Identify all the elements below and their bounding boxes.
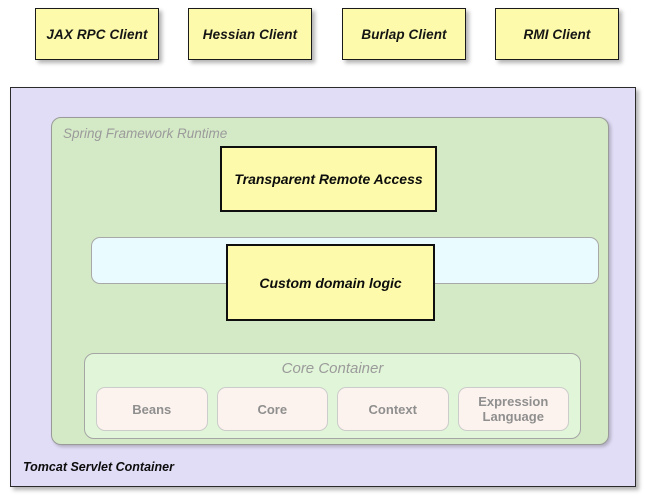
core-module-expression-language[interactable]: Expression Language [457, 387, 569, 431]
core-module-label: Context [368, 401, 417, 417]
spring-framework-runtime-label: Spring Framework Runtime [63, 126, 228, 141]
core-container-label: Core Container [281, 360, 384, 377]
core-module-label: Expression Language [478, 394, 549, 424]
core-module-label: Beans [132, 401, 172, 417]
transparent-remote-access-box[interactable]: Transparent Remote Access [220, 146, 437, 212]
core-module-beans[interactable]: Beans [96, 387, 208, 431]
client-box-label: RMI Client [523, 26, 591, 42]
client-box-label: JAX RPC Client [46, 26, 148, 42]
core-module-list: Beans Core Context Expression Language [96, 387, 569, 431]
custom-domain-logic-box[interactable]: Custom domain logic [226, 244, 435, 321]
core-container: Core Container Beans Core Context Expres… [84, 353, 581, 439]
custom-domain-logic-label: Custom domain logic [259, 274, 402, 291]
core-module-context[interactable]: Context [337, 387, 449, 431]
client-box-burlap[interactable]: Burlap Client [342, 8, 466, 60]
core-module-core[interactable]: Core [216, 387, 328, 431]
client-box-jax-rpc[interactable]: JAX RPC Client [35, 8, 159, 60]
client-box-rmi[interactable]: RMI Client [495, 8, 619, 60]
transparent-remote-access-label: Transparent Remote Access [234, 171, 423, 187]
tomcat-servlet-container-label: Tomcat Servlet Container [23, 460, 174, 474]
client-box-hessian[interactable]: Hessian Client [188, 8, 312, 60]
core-module-label: Core [257, 401, 288, 417]
client-box-label: Burlap Client [361, 26, 447, 42]
client-box-label: Hessian Client [202, 26, 298, 42]
